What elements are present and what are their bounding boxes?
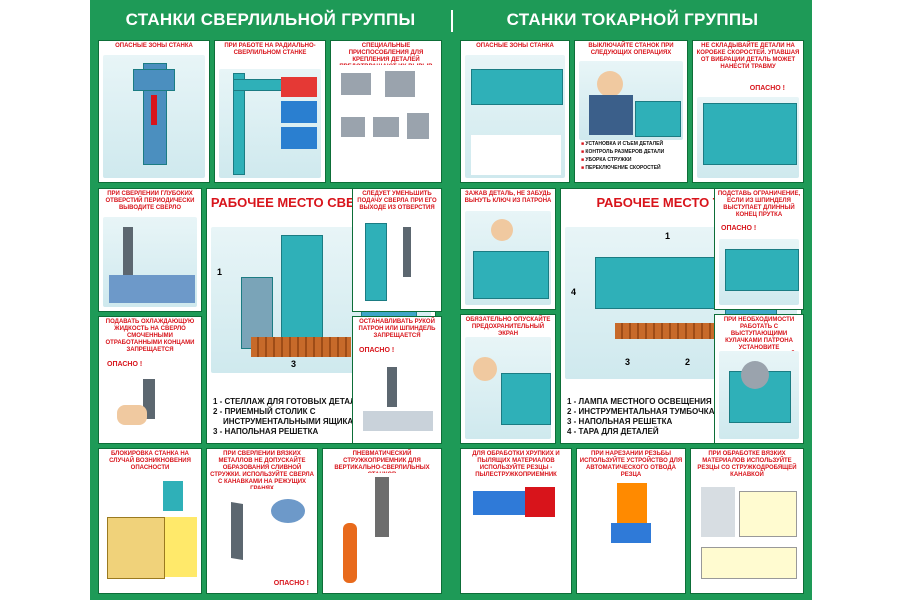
- bar-limiter-illustration: [719, 239, 799, 305]
- poster-correct-panels: СЛЕДУЕТ УМЕНЬШИТЬ ПОДАЧУ СВЕРЛА ПРИ ЕГО …: [90, 0, 812, 600]
- threading-illustration: [581, 477, 681, 589]
- drill-fixtures-panel: СПЕЦИАЛЬНЫЕ ПРИСПОСОБЛЕНИЯ ДЛЯ КРЕПЛЕНИЯ…: [330, 40, 442, 183]
- panel-caption: СЛЕДУЕТ УМЕНЬШИТЬ ПОДАЧУ СВЕРЛА ПРИ ЕГО …: [357, 191, 437, 211]
- data-table: [739, 491, 797, 537]
- cover-illustration: [719, 351, 799, 439]
- panel-caption: ПРИ ОБРАБОТКЕ ВЯЗКИХ МАТЕРИАЛОВ ИСПОЛЬЗУ…: [697, 451, 797, 478]
- panel-caption: ПРИ НАРЕЗАНИИ РЕЗЬБЫ ИСПОЛЬЗУЙТЕ УСТРОЙС…: [579, 451, 683, 478]
- deep-hole-illustration: [103, 217, 197, 307]
- panel-caption: ЗАЖАВ ДЕТАЛЬ, НЕ ЗАБУДЬ ВЫНУТЬ КЛЮЧ ИЗ П…: [464, 191, 552, 204]
- workplace-legend: 1 - СТЕЛЛАЖ ДЛЯ ГОТОВЫХ ДЕТАЛЕЙ 2 - ПРИЕ…: [213, 397, 429, 437]
- callout-mark: 1: [665, 231, 671, 241]
- legend-item: ИНСТРУМЕНТАЛЬНЫМИ ЯЩИКАМИ: [223, 417, 366, 426]
- callout-mark: 3: [625, 357, 631, 367]
- legend-item: 4 - ТАРА ДЛЯ ДЕТАЛЕЙ: [567, 427, 659, 436]
- panel-caption: ПРИ РАБОТЕ НА РАДИАЛЬНО-СВЕРЛИЛЬНОМ СТАН…: [224, 43, 316, 56]
- lockout-illustration: [103, 477, 197, 589]
- chuck-key-illustration: [465, 211, 551, 305]
- panel-caption: ПРИ СВЕРЛЕНИИ ГЛУБОКИХ ОТВЕРСТИЙ ПЕРИОДИ…: [105, 191, 195, 211]
- danger-label: ОПАСНО !: [359, 347, 395, 354]
- callout-mark: 1: [217, 267, 223, 277]
- drill-bit-illustration: [211, 489, 313, 577]
- legend-item: 1 - СТЕЛЛАЖ ДЛЯ ГОТОВЫХ ДЕТАЛЕЙ: [213, 397, 367, 406]
- drill-viscous-panel: ПРИ СВЕРЛЕНИИ ВЯЗКИХ МЕТАЛЛОВ НЕ ДОПУСКА…: [206, 448, 318, 594]
- data-table: [701, 547, 797, 579]
- pneumatic-panel: ПНЕВМАТИЧЕСКИЙ СТРУЖКОПРИЕМНИК ДЛЯ ВЕРТИ…: [322, 448, 442, 594]
- panel-caption: ОСТАНАВЛИВАТЬ РУКОЙ ПАТРОН ИЛИ ШПИНДЕЛЬ …: [358, 319, 436, 339]
- bar-limiter-panel: ПОДСТАВЬ ОГРАНИЧЕНИЕ, ЕСЛИ ИЗ ШПИНДЕЛЯ В…: [714, 188, 804, 310]
- gearbox-illustration: [697, 97, 799, 178]
- lockout-panel: БЛОКИРОВКА СТАНКА НА СЛУЧАЙ ВОЗНИКНОВЕНИ…: [98, 448, 202, 594]
- red-note: [281, 77, 317, 97]
- panel-caption: ПОДАВАТЬ ОХЛАЖДАЮЩУЮ ЖИДКОСТЬ НА СВЕРЛО …: [105, 319, 195, 353]
- coolant-panel: ПОДАВАТЬ ОХЛАЖДАЮЩУЮ ЖИДКОСТЬ НА СВЕРЛО …: [98, 316, 202, 444]
- screen-panel: ОБЯЗАТЕЛЬНО ОПУСКАЙТЕ ПРЕДОХРАНИТЕЛЬНЫЙ …: [460, 314, 556, 444]
- callout-mark: 4: [571, 287, 577, 297]
- list-item: УБОРКА СТРУЖКИ: [581, 156, 664, 164]
- lathe-turn-off-panel: ВЫКЛЮЧАЙТЕ СТАНОК ПРИ СЛЕДУЮЩИХ ОПЕРАЦИЯ…: [574, 40, 688, 183]
- chip-breaker-illustration: [695, 477, 799, 589]
- screen-illustration: [465, 337, 551, 439]
- danger-label: ОПАСНО !: [721, 225, 757, 232]
- brittle-illustration: [465, 477, 567, 589]
- stop-by-hand-panel: ОСТАНАВЛИВАТЬ РУКОЙ ПАТРОН ИЛИ ШПИНДЕЛЬ …: [352, 316, 442, 444]
- turn-off-list: УСТАНОВКА И СЪЕМ ДЕТАЛЕЙ КОНТРОЛЬ РАЗМЕР…: [581, 140, 664, 172]
- right-title: СТАНКИ ТОКАРНОЙ ГРУППЫ: [506, 10, 759, 29]
- left-title: СТАНКИ СВЕРЛИЛЬНОЙ ГРУППЫ: [125, 10, 416, 29]
- lathe-danger-illustration: [465, 55, 565, 178]
- no-stack-panel: НЕ СКЛАДЫВАЙТЕ ДЕТАЛИ НА КОРОБКЕ СКОРОСТ…: [692, 40, 804, 183]
- title-divider: [451, 10, 453, 32]
- list-item: УСТАНОВКА И СЪЕМ ДЕТАЛЕЙ: [581, 140, 664, 148]
- blue-note: [281, 101, 317, 123]
- panel-caption: НЕ СКЛАДЫВАЙТЕ ДЕТАЛИ НА КОРОБКЕ СКОРОСТ…: [696, 43, 800, 70]
- lathe-viscous-panel: ПРИ ОБРАБОТКЕ ВЯЗКИХ МАТЕРИАЛОВ ИСПОЛЬЗУ…: [690, 448, 804, 594]
- workplace-legend: 1 - ЛАМПА МЕСТНОГО ОСВЕЩЕНИЯ 2 - ИНСТРУМ…: [567, 397, 795, 437]
- list-item: КОНТРОЛЬ РАЗМЕРОВ ДЕТАЛИ: [581, 148, 664, 156]
- drill-radial-panel: ПРИ РАБОТЕ НА РАДИАЛЬНО-СВЕРЛИЛЬНОМ СТАН…: [214, 40, 326, 183]
- coolant-illustration: [103, 375, 197, 439]
- panel-caption: БЛОКИРОВКА СТАНКА НА СЛУЧАЙ ВОЗНИКНОВЕНИ…: [109, 451, 191, 471]
- panel-caption: ОБЯЗАТЕЛЬНО ОПУСКАЙТЕ ПРЕДОХРАНИТЕЛЬНЫЙ …: [465, 317, 551, 337]
- turner-illustration: [579, 61, 683, 140]
- brittle-panel: ДЛЯ ОБРАБОТКИ ХРУПКИХ И ПЫЛЯЩИХ МАТЕРИАЛ…: [460, 448, 572, 594]
- panel-caption: ОПАСНЫЕ ЗОНЫ СТАНКА: [476, 43, 554, 49]
- reduce-feed-panel: СЛЕДУЕТ УМЕНЬШИТЬ ПОДАЧУ СВЕРЛА ПРИ ЕГО …: [352, 188, 442, 312]
- callout-mark: 2: [685, 357, 691, 367]
- safety-poster: СТАНКИ СВЕРЛИЛЬНОЙ ГРУППЫ СТАНКИ ТОКАРНО…: [90, 0, 812, 600]
- stop-by-hand-illustration: [357, 361, 437, 439]
- panel-caption: ВЫКЛЮЧАЙТЕ СТАНОК ПРИ СЛЕДУЮЩИХ ОПЕРАЦИЯ…: [588, 43, 674, 56]
- pneumatic-illustration: [327, 473, 437, 589]
- panel-caption: ОПАСНЫЕ ЗОНЫ СТАНКА: [115, 43, 193, 49]
- legend-item: 2 - ПРИЕМНЫЙ СТОЛИК С: [213, 407, 316, 416]
- legend-item: 1 - ЛАМПА МЕСТНОГО ОСВЕЩЕНИЯ: [567, 397, 712, 406]
- lathe-danger-zones-panel: ОПАСНЫЕ ЗОНЫ СТАНКА: [460, 40, 570, 183]
- callout-mark: 3: [291, 359, 297, 369]
- deep-holes-panel: ПРИ СВЕРЛЕНИИ ГЛУБОКИХ ОТВЕРСТИЙ ПЕРИОДИ…: [98, 188, 202, 312]
- legend-item: 3 - НАПОЛЬНАЯ РЕШЕТКА: [567, 417, 673, 426]
- legend-item: 2 - ИНСТРУМЕНТАЛЬНАЯ ТУМБОЧКА: [567, 407, 715, 416]
- blue-note: [281, 127, 317, 149]
- drill-danger-zones-panel: ОПАСНЫЕ ЗОНЫ СТАНКА: [98, 40, 210, 183]
- panel-caption: ПОДСТАВЬ ОГРАНИЧЕНИЕ, ЕСЛИ ИЗ ШПИНДЕЛЯ В…: [717, 191, 801, 218]
- chuck-key-panel: ЗАЖАВ ДЕТАЛЬ, НЕ ЗАБУДЬ ВЫНУТЬ КЛЮЧ ИЗ П…: [460, 188, 556, 310]
- danger-label: ОПАСНО !: [107, 361, 143, 368]
- legend-item: 3 - НАПОЛЬНАЯ РЕШЕТКА: [213, 427, 319, 436]
- threading-panel: ПРИ НАРЕЗАНИИ РЕЗЬБЫ ИСПОЛЬЗУЙТЕ УСТРОЙС…: [576, 448, 686, 594]
- fixtures-illustration: [335, 65, 437, 178]
- drill-press-illustration: [103, 55, 205, 178]
- radial-drill-illustration: [219, 69, 321, 178]
- panel-caption: ДЛЯ ОБРАБОТКИ ХРУПКИХ И ПЫЛЯЩИХ МАТЕРИАЛ…: [472, 451, 560, 478]
- danger-label: ОПАСНО !: [749, 85, 785, 92]
- reduce-feed-illustration: [357, 217, 437, 307]
- list-item: ПЕРЕКЛЮЧЕНИЕ СКОРОСТЕЙ: [581, 164, 664, 172]
- cover-panel: ПРИ НЕОБХОДИМОСТИ РАБОТАТЬ С ВЫСТУПАЮЩИМ…: [714, 314, 804, 444]
- danger-label: ОПАСНО !: [273, 580, 309, 587]
